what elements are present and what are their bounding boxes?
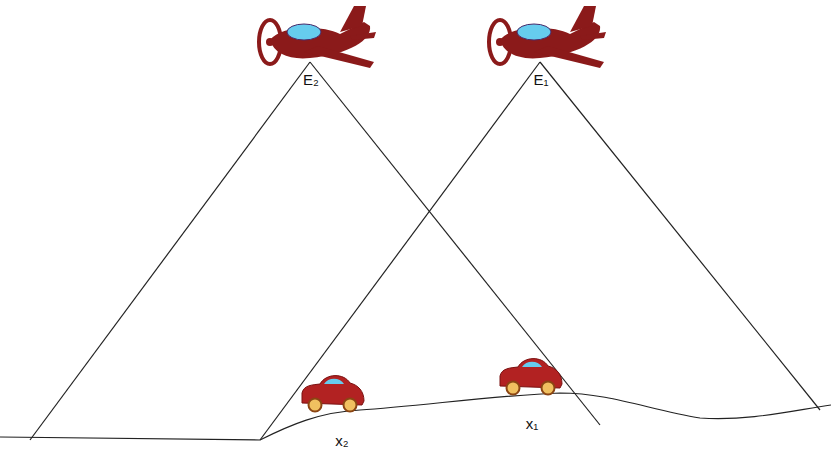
plane: [489, 6, 606, 68]
car: [500, 359, 562, 395]
plane-label: E₂: [303, 72, 319, 89]
car-label: x₁: [526, 416, 539, 433]
plane: [259, 6, 376, 68]
view-cones: [30, 62, 820, 440]
ground-line: [0, 393, 831, 440]
car: [302, 376, 364, 412]
plane-label: E₁: [533, 72, 548, 89]
car-label: x₂: [335, 433, 348, 450]
